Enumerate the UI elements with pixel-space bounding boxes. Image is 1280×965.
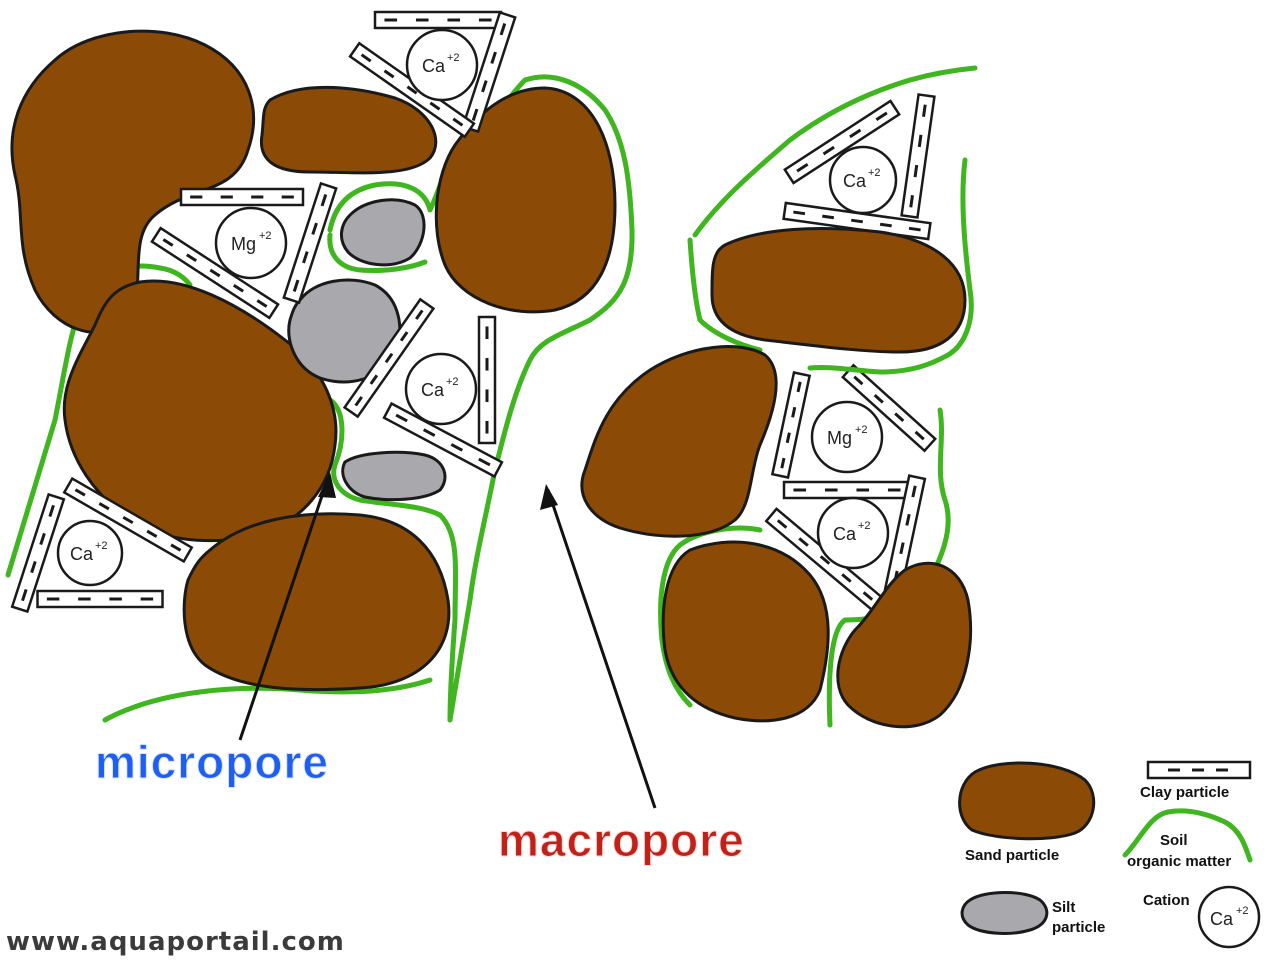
organic-matter-line (327, 74, 635, 723)
organic-matter-line (327, 232, 428, 273)
sand-particle (661, 540, 830, 723)
macropore-arrowhead (540, 484, 558, 510)
legend: Clay particle Sand particle Soil organic… (958, 760, 1261, 949)
sand-particle (182, 512, 451, 692)
cation-ca: Ca+2 (404, 352, 478, 426)
legend-clay-label: Clay particle (1140, 784, 1229, 801)
clay-particle (782, 480, 912, 500)
legend-cation-swatch (1197, 885, 1261, 949)
clay-particle (900, 93, 936, 219)
legend-sand-swatch (958, 761, 1096, 841)
cations: Ca+2Mg+2Ca+2Ca+2Ca+2Mg+2Ca+2 (56, 28, 898, 587)
cation-charge: +2 (259, 230, 272, 242)
legend-organic-label-2: organic matter (1127, 853, 1231, 870)
sand-particle (10, 29, 256, 334)
clay-particle (382, 401, 504, 479)
organic-matter-line (807, 157, 974, 375)
cation-ca: Ca+2 (828, 145, 898, 215)
sand-particle (836, 561, 973, 729)
sand-particle (580, 345, 778, 538)
cation-ca: Ca+2 (56, 519, 124, 587)
clay-particle (62, 476, 194, 564)
clay-particle (282, 181, 338, 305)
micropore-label: micropore (95, 736, 329, 788)
cation-ca: Ca+2 (405, 28, 479, 102)
cation-charge: +2 (446, 376, 459, 388)
organic-matter-line (327, 397, 459, 723)
legend-silt-swatch (960, 891, 1049, 935)
cation-symbol: Ca (422, 56, 446, 76)
micropore-arrow (238, 477, 330, 741)
cation-ca: Ca+2 (816, 496, 890, 570)
legend-organic-swatch (1122, 808, 1253, 863)
micropore-arrowhead (318, 472, 336, 498)
cation-symbol: Ca (70, 544, 94, 564)
legend-silt-label-2: particle (1052, 919, 1105, 936)
clay-particle (150, 226, 280, 320)
clay-particle (783, 99, 901, 185)
silt-particle (341, 450, 447, 502)
clay-particle (342, 297, 436, 419)
cation-symbol: Ca (843, 171, 867, 191)
organic-matter-line (687, 237, 763, 353)
legend-silt-label-1: Silt (1052, 899, 1075, 916)
clay-particle (179, 187, 305, 207)
clay-particle (10, 492, 66, 614)
cation-symbol: Mg (827, 428, 852, 448)
cation-charge: +2 (95, 540, 108, 552)
cation-symbol: Ca (421, 380, 445, 400)
organic-matter-line (692, 65, 978, 238)
cation-charge: +2 (447, 52, 460, 64)
cation-mg: Mg+2 (214, 206, 288, 280)
legend-clay-swatch (1146, 760, 1252, 780)
clay-particle (770, 370, 812, 480)
legend-cation-label: Cation (1143, 892, 1190, 909)
cation-charge: +2 (858, 520, 871, 532)
legend-cation-charge: +2 (1236, 905, 1249, 917)
legend-cation-symbol: Ca (1210, 909, 1234, 929)
clay-particle (373, 10, 503, 30)
cation-charge: +2 (855, 424, 868, 436)
sand-particle (710, 226, 967, 354)
legend-organic-label-1: Soil (1160, 832, 1188, 849)
sand-particle (434, 86, 617, 314)
macropore-label: macropore (498, 814, 745, 866)
cation-symbol: Ca (833, 524, 857, 544)
watermark: www.aquaportail.com (6, 927, 345, 957)
cation-charge: +2 (868, 167, 881, 179)
macropore-arrow (546, 489, 657, 809)
clay-particle (477, 315, 497, 445)
clay-particles (10, 10, 937, 614)
cation-mg: Mg+2 (810, 400, 884, 474)
cation-symbol: Mg (231, 234, 256, 254)
sand-particle (259, 85, 438, 175)
legend-sand-label: Sand particle (965, 847, 1059, 864)
clay-particle (36, 589, 164, 609)
silt-particle (340, 198, 426, 267)
